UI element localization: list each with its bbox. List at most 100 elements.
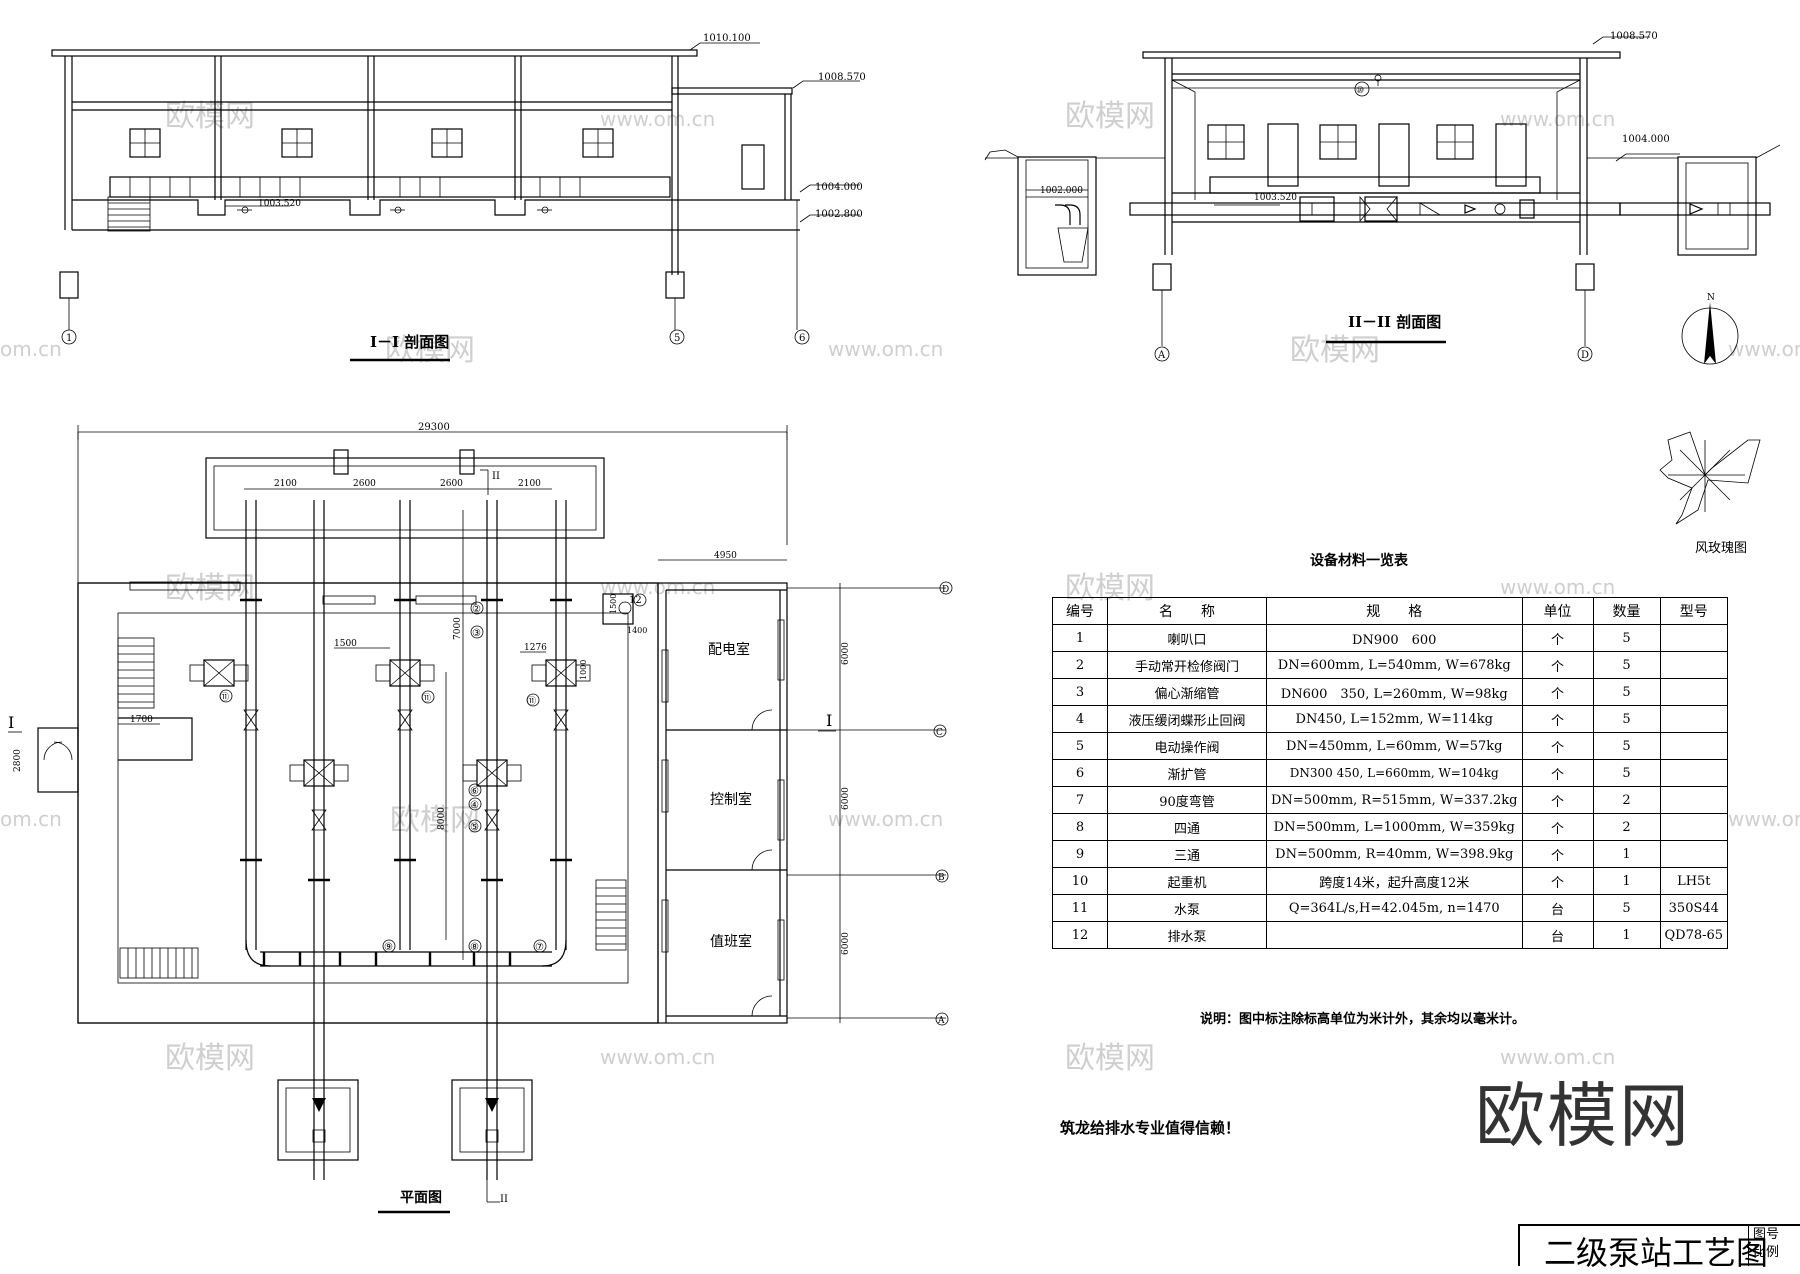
- cell-unit: 个: [1521, 624, 1594, 652]
- cell-name: 喇叭口: [1107, 624, 1267, 652]
- marker-label: ⑪: [422, 693, 431, 704]
- axis-label: C: [936, 728, 943, 738]
- elevation-label: 1008.570: [818, 72, 866, 83]
- cell-name: 排水泵: [1107, 921, 1267, 949]
- watermark-url: www.om.cn: [1500, 575, 1615, 599]
- room-label: 控制室: [710, 791, 752, 808]
- cell-name: 90度弯管: [1107, 786, 1267, 814]
- cell-name: 液压缓闭蝶形止回阀: [1107, 705, 1267, 733]
- cell-name: 三通: [1107, 840, 1267, 868]
- dimension-label: 2100: [518, 479, 541, 489]
- cell-no: 4: [1052, 705, 1108, 733]
- wind-rose: 风玫瑰图: [1659, 431, 1761, 556]
- cell-qty: 1: [1592, 840, 1661, 868]
- watermark-text: 欧模网: [1290, 333, 1380, 368]
- table-row: 7 90度弯管 DN=500mm, R=515mm, W=337.2kg 个 2: [1052, 786, 1729, 814]
- table-row: 4 液压缓闭蝶形止回阀 DN450, L=152mm, W=114kg 个 5: [1052, 705, 1729, 733]
- cell-name: 偏心渐缩管: [1107, 678, 1267, 706]
- cell-name: 渐扩管: [1107, 759, 1267, 787]
- marker-label: ⑪: [220, 692, 229, 703]
- brand-logo-text: 欧模网: [1475, 1075, 1691, 1157]
- dimension-label: 1700: [130, 715, 153, 725]
- cell-unit: 个: [1521, 732, 1594, 760]
- cell-unit: 个: [1521, 786, 1594, 814]
- cell-model: [1659, 759, 1729, 787]
- elevation-label: 1004.000: [1622, 134, 1670, 145]
- cell-unit: 个: [1521, 840, 1594, 868]
- dimension-label: 2100: [274, 479, 297, 489]
- cell-unit: 个: [1521, 759, 1594, 787]
- table-row: 9 三通 DN=500mm, R=40mm, W=398.9kg 个 1: [1052, 840, 1729, 868]
- elevation-label: 1010.100: [703, 33, 751, 44]
- elevation-label: 1002.800: [815, 209, 863, 220]
- cell-name: 手动常开检修阀门: [1107, 651, 1267, 679]
- table-row: 11 水泵 Q=364L/s,H=42.045m, n=1470 台 5 350…: [1052, 894, 1729, 922]
- table-row: 3 偏心渐缩管 DN600 350, L=260mm, W=98kg 个 5: [1052, 678, 1729, 706]
- watermark-url: www.om.cn: [600, 107, 715, 131]
- cut-mark: I: [8, 713, 14, 732]
- watermark-text: 欧模网: [165, 99, 255, 134]
- watermark-text: 欧模网: [385, 333, 475, 368]
- marker-label: ⑤: [470, 822, 479, 833]
- axis-label: A: [937, 1016, 945, 1026]
- table-row: 6 渐扩管 DN300 450, L=660mm, W=104kg 个 5: [1052, 759, 1729, 787]
- dimension-label: 6000: [841, 932, 851, 955]
- cell-name: 四通: [1107, 813, 1267, 841]
- watermark-url: www.om.cn: [828, 807, 943, 831]
- cell-spec: [1266, 921, 1523, 949]
- dimension-label: 1400: [627, 626, 647, 635]
- cell-name: 电动操作阀: [1107, 732, 1267, 760]
- dimension-label: 8000: [437, 807, 447, 830]
- cell-unit: 台: [1521, 894, 1594, 922]
- cell-model: 350S44: [1659, 894, 1729, 922]
- watermark-text: 欧模网: [165, 1041, 255, 1076]
- title-block: 二级泵站工艺图 图号 比例: [1518, 1224, 1800, 1272]
- north-arrow: N: [1681, 293, 1739, 365]
- watermark-url: www.om.cn: [600, 1045, 715, 1069]
- marker-label: ⑦: [535, 942, 544, 953]
- axis-label: B: [938, 873, 945, 883]
- cell-no: 7: [1052, 786, 1108, 814]
- table-row: 12 排水泵 台 1 QD78-65: [1052, 921, 1729, 949]
- watermark-url: om.cn: [0, 807, 62, 831]
- watermark-url: www.om.cn: [1728, 337, 1800, 361]
- cell-spec: DN300 450, L=660mm, W=104kg: [1266, 759, 1523, 787]
- cell-no: 10: [1052, 867, 1108, 895]
- marker-label: ④: [470, 800, 479, 811]
- marker-label: ⑪: [527, 696, 536, 707]
- watermark-text: 欧模网: [1065, 1041, 1155, 1076]
- cell-qty: 2: [1592, 786, 1661, 814]
- cell-unit: 个: [1521, 813, 1594, 841]
- dimension-label: 7000: [453, 617, 463, 640]
- cell-model: [1659, 732, 1729, 760]
- cell-no: 2: [1052, 651, 1108, 679]
- watermark-text: 欧模网: [390, 803, 480, 838]
- section-1-title: I－I 剖面图: [370, 333, 449, 351]
- dimension-label: 1500: [334, 639, 357, 649]
- section-2-2: ⑩ 1003.520 1002.000 1004.000 1008.: [984, 31, 1781, 362]
- cell-model: [1659, 840, 1729, 868]
- cell-model: QD78-65: [1659, 921, 1729, 949]
- marker-label: ⑥: [470, 786, 479, 797]
- table-row: 1 喇叭口 DN900 600 个 5: [1052, 624, 1729, 652]
- cell-unit: 个: [1521, 651, 1594, 679]
- cell-no: 8: [1052, 813, 1108, 841]
- col-header: 数量: [1592, 597, 1661, 625]
- marker-label: ⑨: [384, 942, 393, 953]
- watermark-text: 欧模网: [1065, 99, 1155, 134]
- cell-unit: 台: [1521, 921, 1594, 949]
- watermark-url: om.cn: [0, 337, 62, 361]
- marker-label: ②: [472, 604, 481, 615]
- cell-no: 5: [1052, 732, 1108, 760]
- col-header: 规 格: [1266, 597, 1523, 625]
- watermark-url: www.om.cn: [1500, 1045, 1615, 1069]
- north-label: N: [1707, 293, 1715, 303]
- marker-label: ③: [472, 628, 481, 639]
- cell-spec: DN600 350, L=260mm, W=98kg: [1266, 678, 1523, 706]
- field-scale: 比例: [1753, 1245, 1780, 1260]
- cell-qty: 1: [1592, 921, 1661, 949]
- elevation-label: 1003.520: [258, 199, 301, 209]
- marker-label: 12: [629, 595, 642, 606]
- cell-model: [1659, 813, 1729, 841]
